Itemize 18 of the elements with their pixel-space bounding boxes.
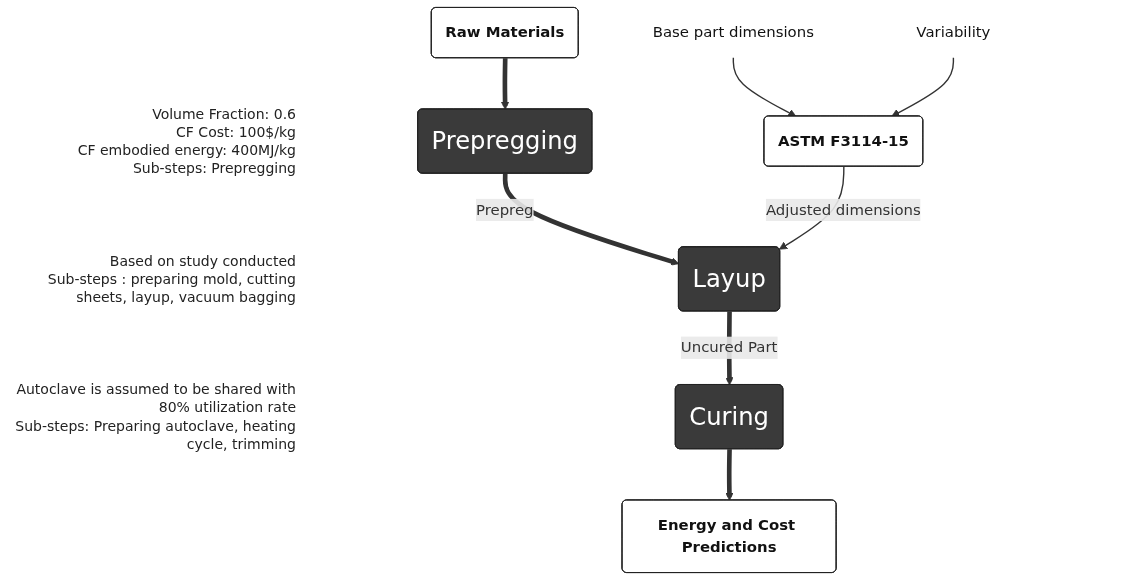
arrow — [725, 449, 734, 501]
note-text: Autoclave is assumed to be shared with 80% utilization rate — [15, 380, 296, 417]
arrow — [891, 57, 955, 117]
node-text: Variability — [916, 23, 991, 41]
arrow — [501, 58, 510, 110]
note-text: Volume Fraction: 0.6 — [151, 104, 296, 123]
arrow — [502, 173, 680, 266]
note-text: CF embodied energy: 400MJ/kg — [76, 141, 296, 160]
node-text: Base part dimensions — [652, 23, 814, 41]
note-text: Sub-steps: Prepregging — [131, 159, 296, 178]
arrow — [732, 57, 797, 117]
edge-label: Uncured Part — [680, 338, 778, 357]
note-text: Sub-steps : preparing mold, cutting sheets, layup, vacuum bagging — [46, 269, 296, 307]
edge-label: Adjusted dimensions — [765, 200, 921, 219]
note-text: Sub-steps: Preparing autoclave, heating cycle, trimming — [14, 416, 296, 453]
note-text: Based on study conducted — [108, 251, 296, 270]
note-text: CF Cost: 100$/kg — [175, 122, 296, 142]
edge-label: Prepreg — [475, 200, 534, 219]
